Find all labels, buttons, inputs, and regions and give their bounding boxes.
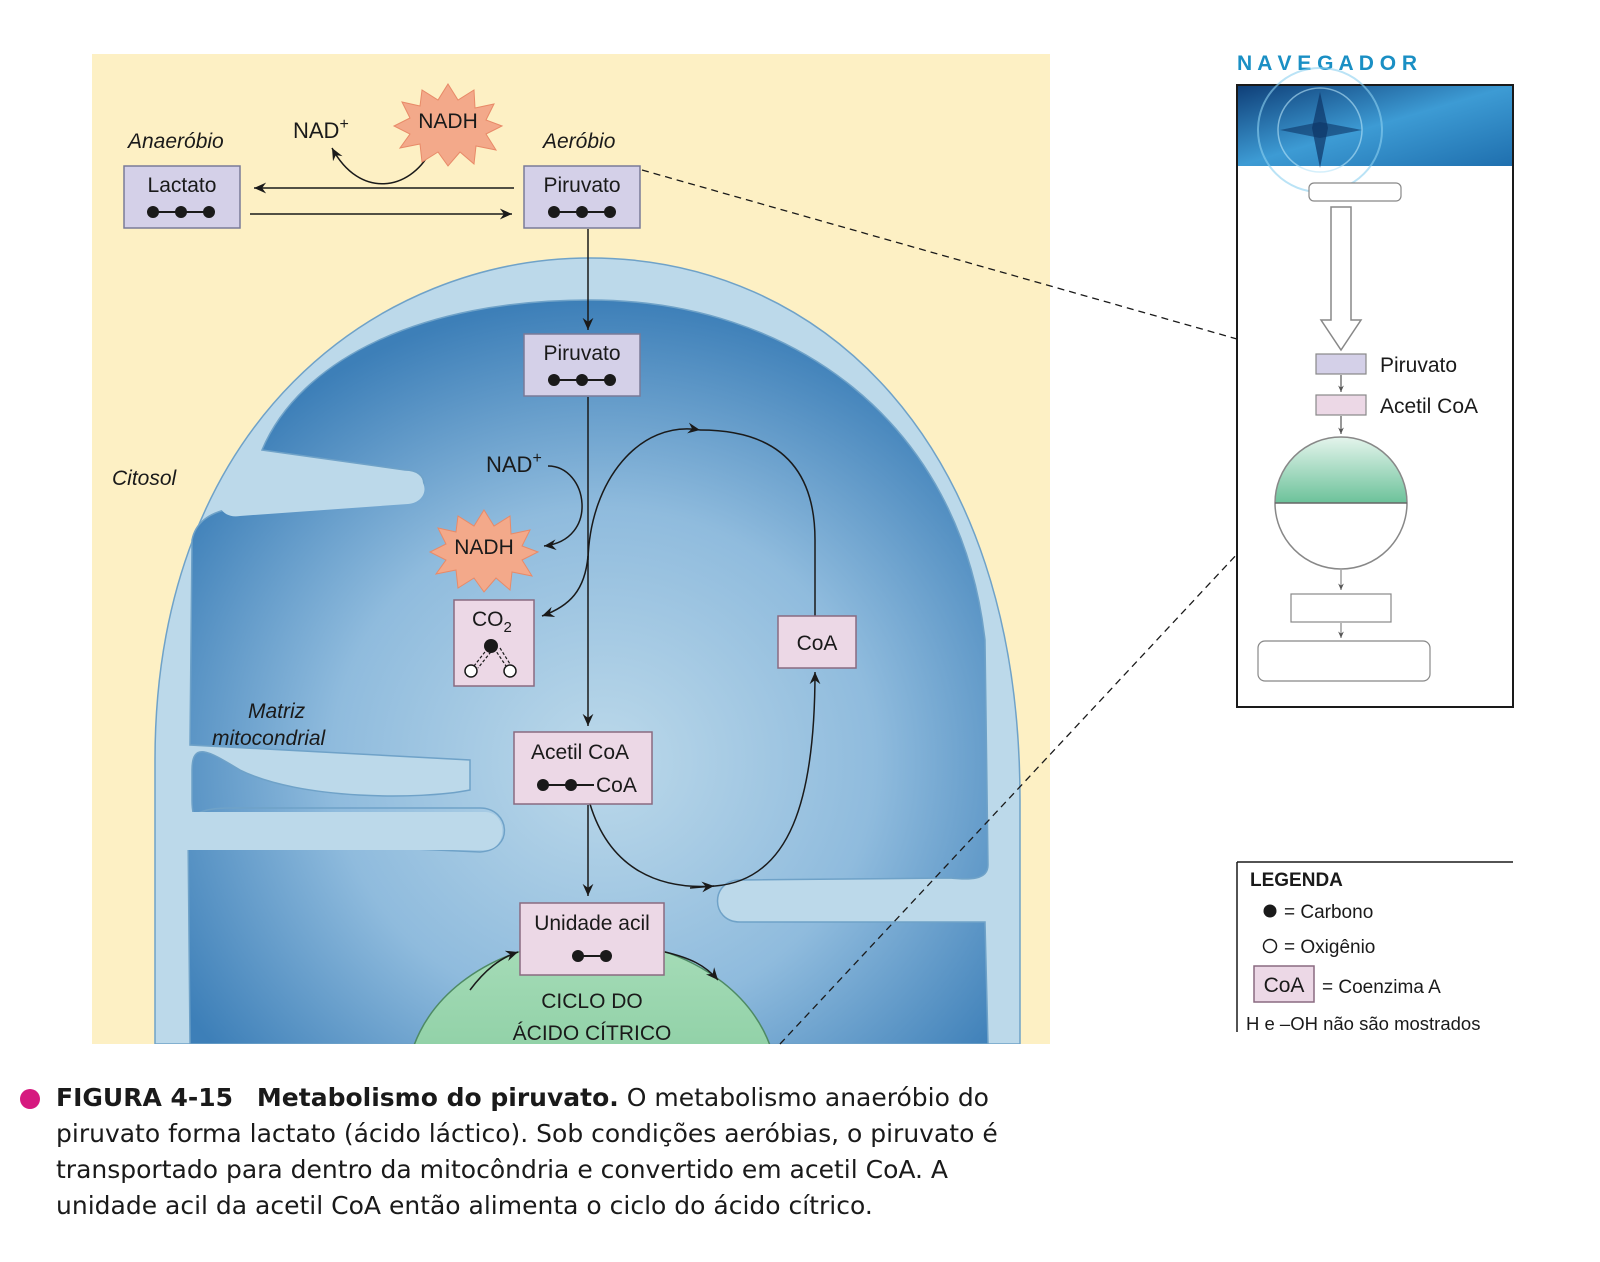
arrow-into-cycle-left (469, 950, 519, 991)
citric-cycle-label-line1: CICLO DO (541, 990, 643, 1013)
legend-coa-box (1253, 965, 1315, 1003)
legend-carbon-dot (1263, 904, 1277, 918)
arrow-into-cycle-right (664, 951, 719, 981)
nadh-top-label: NADH (418, 110, 478, 133)
nadh-top-burst-shape (392, 83, 504, 167)
crista-right (727, 882, 985, 920)
label-matrix-line2: mitocondrial (212, 727, 327, 750)
nav-pyruvate-label: Piruvato (1380, 354, 1457, 377)
arrow-nad-to-nadh-mito (543, 465, 583, 551)
nav-acetyl-coa-label: Acetil CoA (1380, 395, 1478, 418)
crista-left (185, 812, 503, 850)
nav-top-box (1308, 182, 1402, 202)
nadh-mito-burst: NADH (428, 509, 540, 593)
nadh-mito-burst-shape (428, 509, 540, 593)
figure-caption: FIGURA 4-15 Metabolismo do piruvato. O m… (20, 1080, 1036, 1224)
acyl-unit-box (519, 902, 665, 976)
caption-bullet-icon (20, 1089, 40, 1109)
arrow-coa-return (589, 671, 821, 888)
legend-coa-desc: = Coenzima A (1322, 977, 1441, 998)
legend-note: H e –OH não são mostrados (1246, 1013, 1480, 1034)
nav-pyruvate-box (1315, 353, 1367, 375)
pyruvate-mito-carbon-chain (548, 374, 616, 386)
caption-title: Metabolismo do piruvato. (256, 1083, 619, 1112)
co2-label: CO2 (472, 608, 512, 636)
legend-coa-box-label: CoA (1264, 974, 1305, 997)
label-aerobic: Aeróbio (541, 130, 616, 153)
legend-oxygen-label: = Oxigênio (1284, 937, 1375, 958)
nav-big-arrow (1319, 206, 1363, 352)
arrow-co2-release (541, 555, 589, 617)
lactate-label: Lactato (148, 174, 217, 197)
caption-figure-label: FIGURA 4-15 (56, 1083, 234, 1112)
legend: LEGENDA = Carbono = Oxigênio CoA = Coenz… (1236, 861, 1513, 1034)
nad-top-label: NAD+ (293, 116, 349, 143)
co2-molecule (464, 639, 517, 678)
pyruvate-cytosol-label: Piruvato (543, 174, 620, 197)
acyl-unit-carbon-chain (572, 950, 612, 962)
nadh-top-burst: NADH (392, 83, 504, 167)
caption-text: O metabolismo anaeróbio do piruvato form… (56, 1083, 998, 1220)
nadh-mito-label: NADH (454, 536, 514, 559)
nav-box-4 (1257, 640, 1431, 682)
arrow-nadh-to-nad-top (331, 147, 431, 185)
label-cytosol: Citosol (112, 467, 178, 490)
dashed-connector-cycle (779, 507, 1281, 1045)
legend-oxygen-dot (1262, 938, 1278, 954)
arrow-coa-join (587, 422, 701, 561)
acetyl-coa-tail-label: CoA (596, 774, 637, 797)
pyruvate-cytosol-carbon-chain (548, 206, 616, 218)
pyruvate-mito-label: Piruvato (543, 342, 620, 365)
nav-citric-cycle-sphere (1274, 436, 1408, 570)
acetyl-coa-carbon-chain (537, 779, 594, 791)
dashed-connector-pyruvate (641, 169, 1319, 363)
acyl-unit-label: Unidade acil (534, 912, 650, 935)
arrow-coa-loop-top (699, 429, 816, 616)
nav-box-3 (1290, 593, 1392, 623)
coa-label: CoA (797, 632, 838, 655)
crista-upper (217, 468, 425, 517)
label-matrix-line1: Matriz (248, 700, 306, 723)
nad-mito-label: NAD+ (486, 450, 542, 477)
citric-cycle-label-line2: ÁCIDO CÍTRICO (513, 1022, 672, 1045)
nav-acetyl-coa-box (1315, 394, 1367, 416)
coa-box (777, 615, 857, 669)
label-anaerobic: Anaeróbio (126, 130, 224, 153)
acetyl-coa-label: Acetil CoA (531, 741, 629, 764)
lactate-carbon-chain (147, 206, 215, 218)
navigator-title: N A V E G A D O R (1237, 52, 1417, 75)
legend-carbon-label: = Carbono (1284, 902, 1373, 923)
acetyl-coa-box (513, 731, 653, 805)
arrow-coa-return-mid (689, 881, 715, 893)
legend-title: LEGENDA (1250, 870, 1343, 891)
